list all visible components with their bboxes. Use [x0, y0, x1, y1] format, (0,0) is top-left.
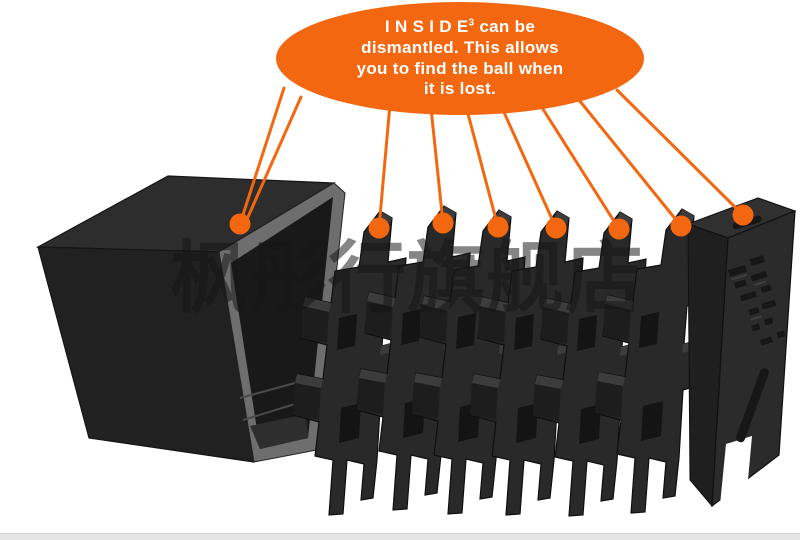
callout-dot-cube	[229, 213, 251, 235]
braille-marks	[727, 255, 786, 346]
brand-superscript: 3	[468, 17, 475, 29]
callout-dot-layer-3	[487, 216, 509, 238]
brand-name: I N S I D E	[384, 17, 469, 37]
end-panel-foot-notch	[720, 436, 752, 505]
bubble-line-1: I N S I D E3 can be	[385, 17, 535, 38]
callout-dot-end-panel	[732, 204, 754, 226]
callout-dot-layer-5	[608, 218, 630, 240]
end-panel-groove	[736, 368, 769, 443]
bubble-line-4: it is lost.	[423, 79, 497, 99]
callout-dot-layer-1	[368, 217, 390, 239]
bottom-strip	[0, 533, 800, 540]
leader-line	[501, 108, 558, 230]
leader-line	[238, 86, 286, 226]
callout-dot-layer-6	[670, 215, 692, 237]
leader-line	[377, 102, 392, 230]
leader-line	[242, 95, 303, 228]
callout-dot-layer-4	[545, 217, 567, 239]
leader-line	[429, 106, 445, 225]
leader-line	[465, 108, 500, 229]
leader-line	[539, 104, 621, 231]
bubble-line-3: you to find the ball when	[356, 58, 564, 78]
end-panel-front-face	[711, 210, 796, 508]
bubble-line-2: dismantled. This allows	[361, 37, 559, 57]
leader-line	[615, 88, 745, 217]
speech-bubble: I N S I D E3 can be dismantled. This all…	[276, 2, 644, 115]
callout-dot-layer-2	[432, 212, 454, 234]
leader-line	[577, 98, 683, 228]
cube-interior-floor	[250, 414, 308, 449]
bubble-line-1-rest: can be	[474, 17, 536, 37]
